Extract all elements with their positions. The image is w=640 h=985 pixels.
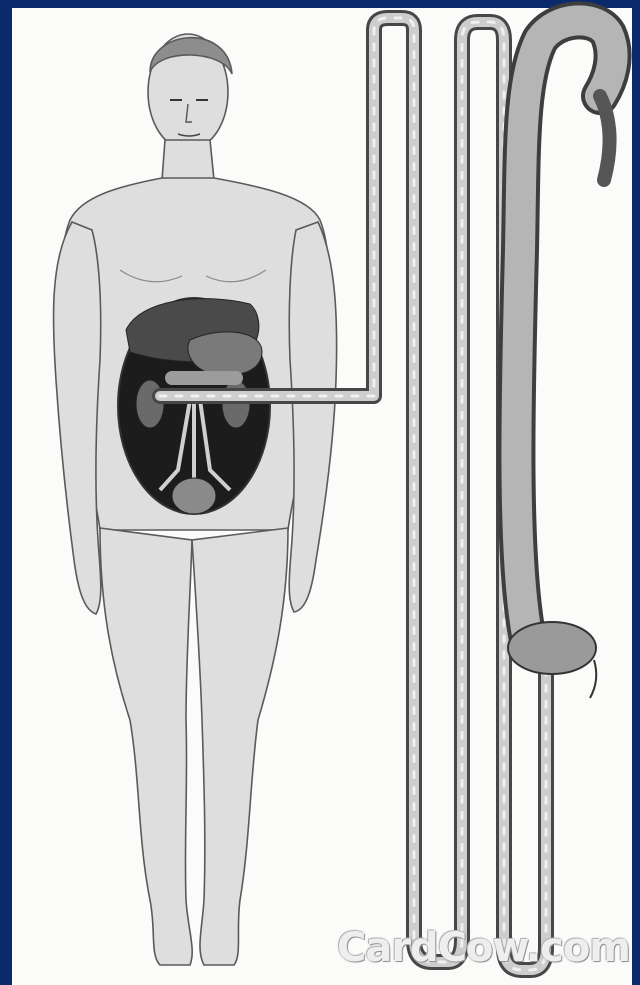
left-arm <box>53 222 100 614</box>
neck <box>162 140 214 180</box>
appendix <box>590 660 596 698</box>
right-leg <box>192 528 288 965</box>
kidney-left <box>136 380 164 428</box>
right-arm <box>289 222 336 612</box>
stomach <box>188 332 262 375</box>
bladder <box>172 478 216 514</box>
cardcow-watermark: CardCow.com <box>337 925 630 971</box>
cecum <box>508 622 596 674</box>
abdominal-cavity <box>118 298 270 514</box>
left-leg <box>100 528 192 965</box>
large-intestine <box>508 20 613 698</box>
colon-tail <box>600 96 610 180</box>
